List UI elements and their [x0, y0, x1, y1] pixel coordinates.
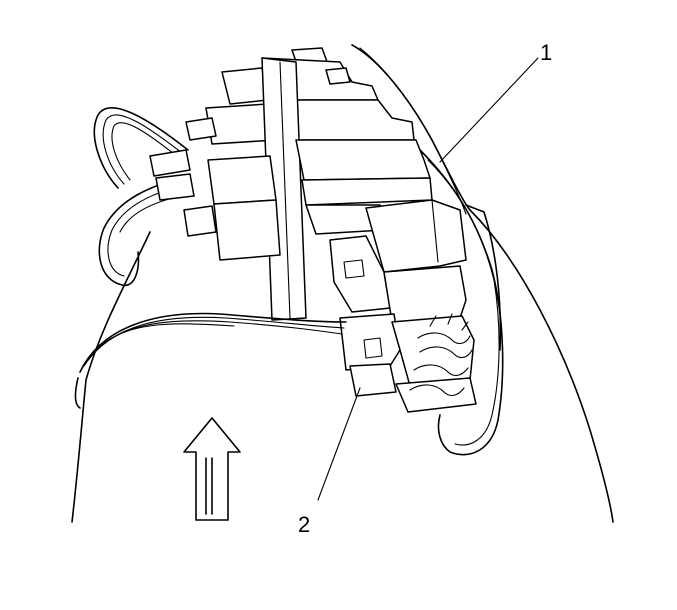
leader-line-1: [439, 57, 539, 163]
leader-line-2: [317, 387, 361, 501]
switch-assembly: [183, 47, 477, 413]
trim-panel: [71, 44, 614, 523]
wiring-harness: [79, 107, 347, 373]
callout-label-1: 1: [540, 40, 552, 65]
switch-bezel: [419, 149, 504, 456]
direction-arrow-up-icon: [183, 417, 241, 521]
callout-label-2: 2: [298, 512, 310, 537]
